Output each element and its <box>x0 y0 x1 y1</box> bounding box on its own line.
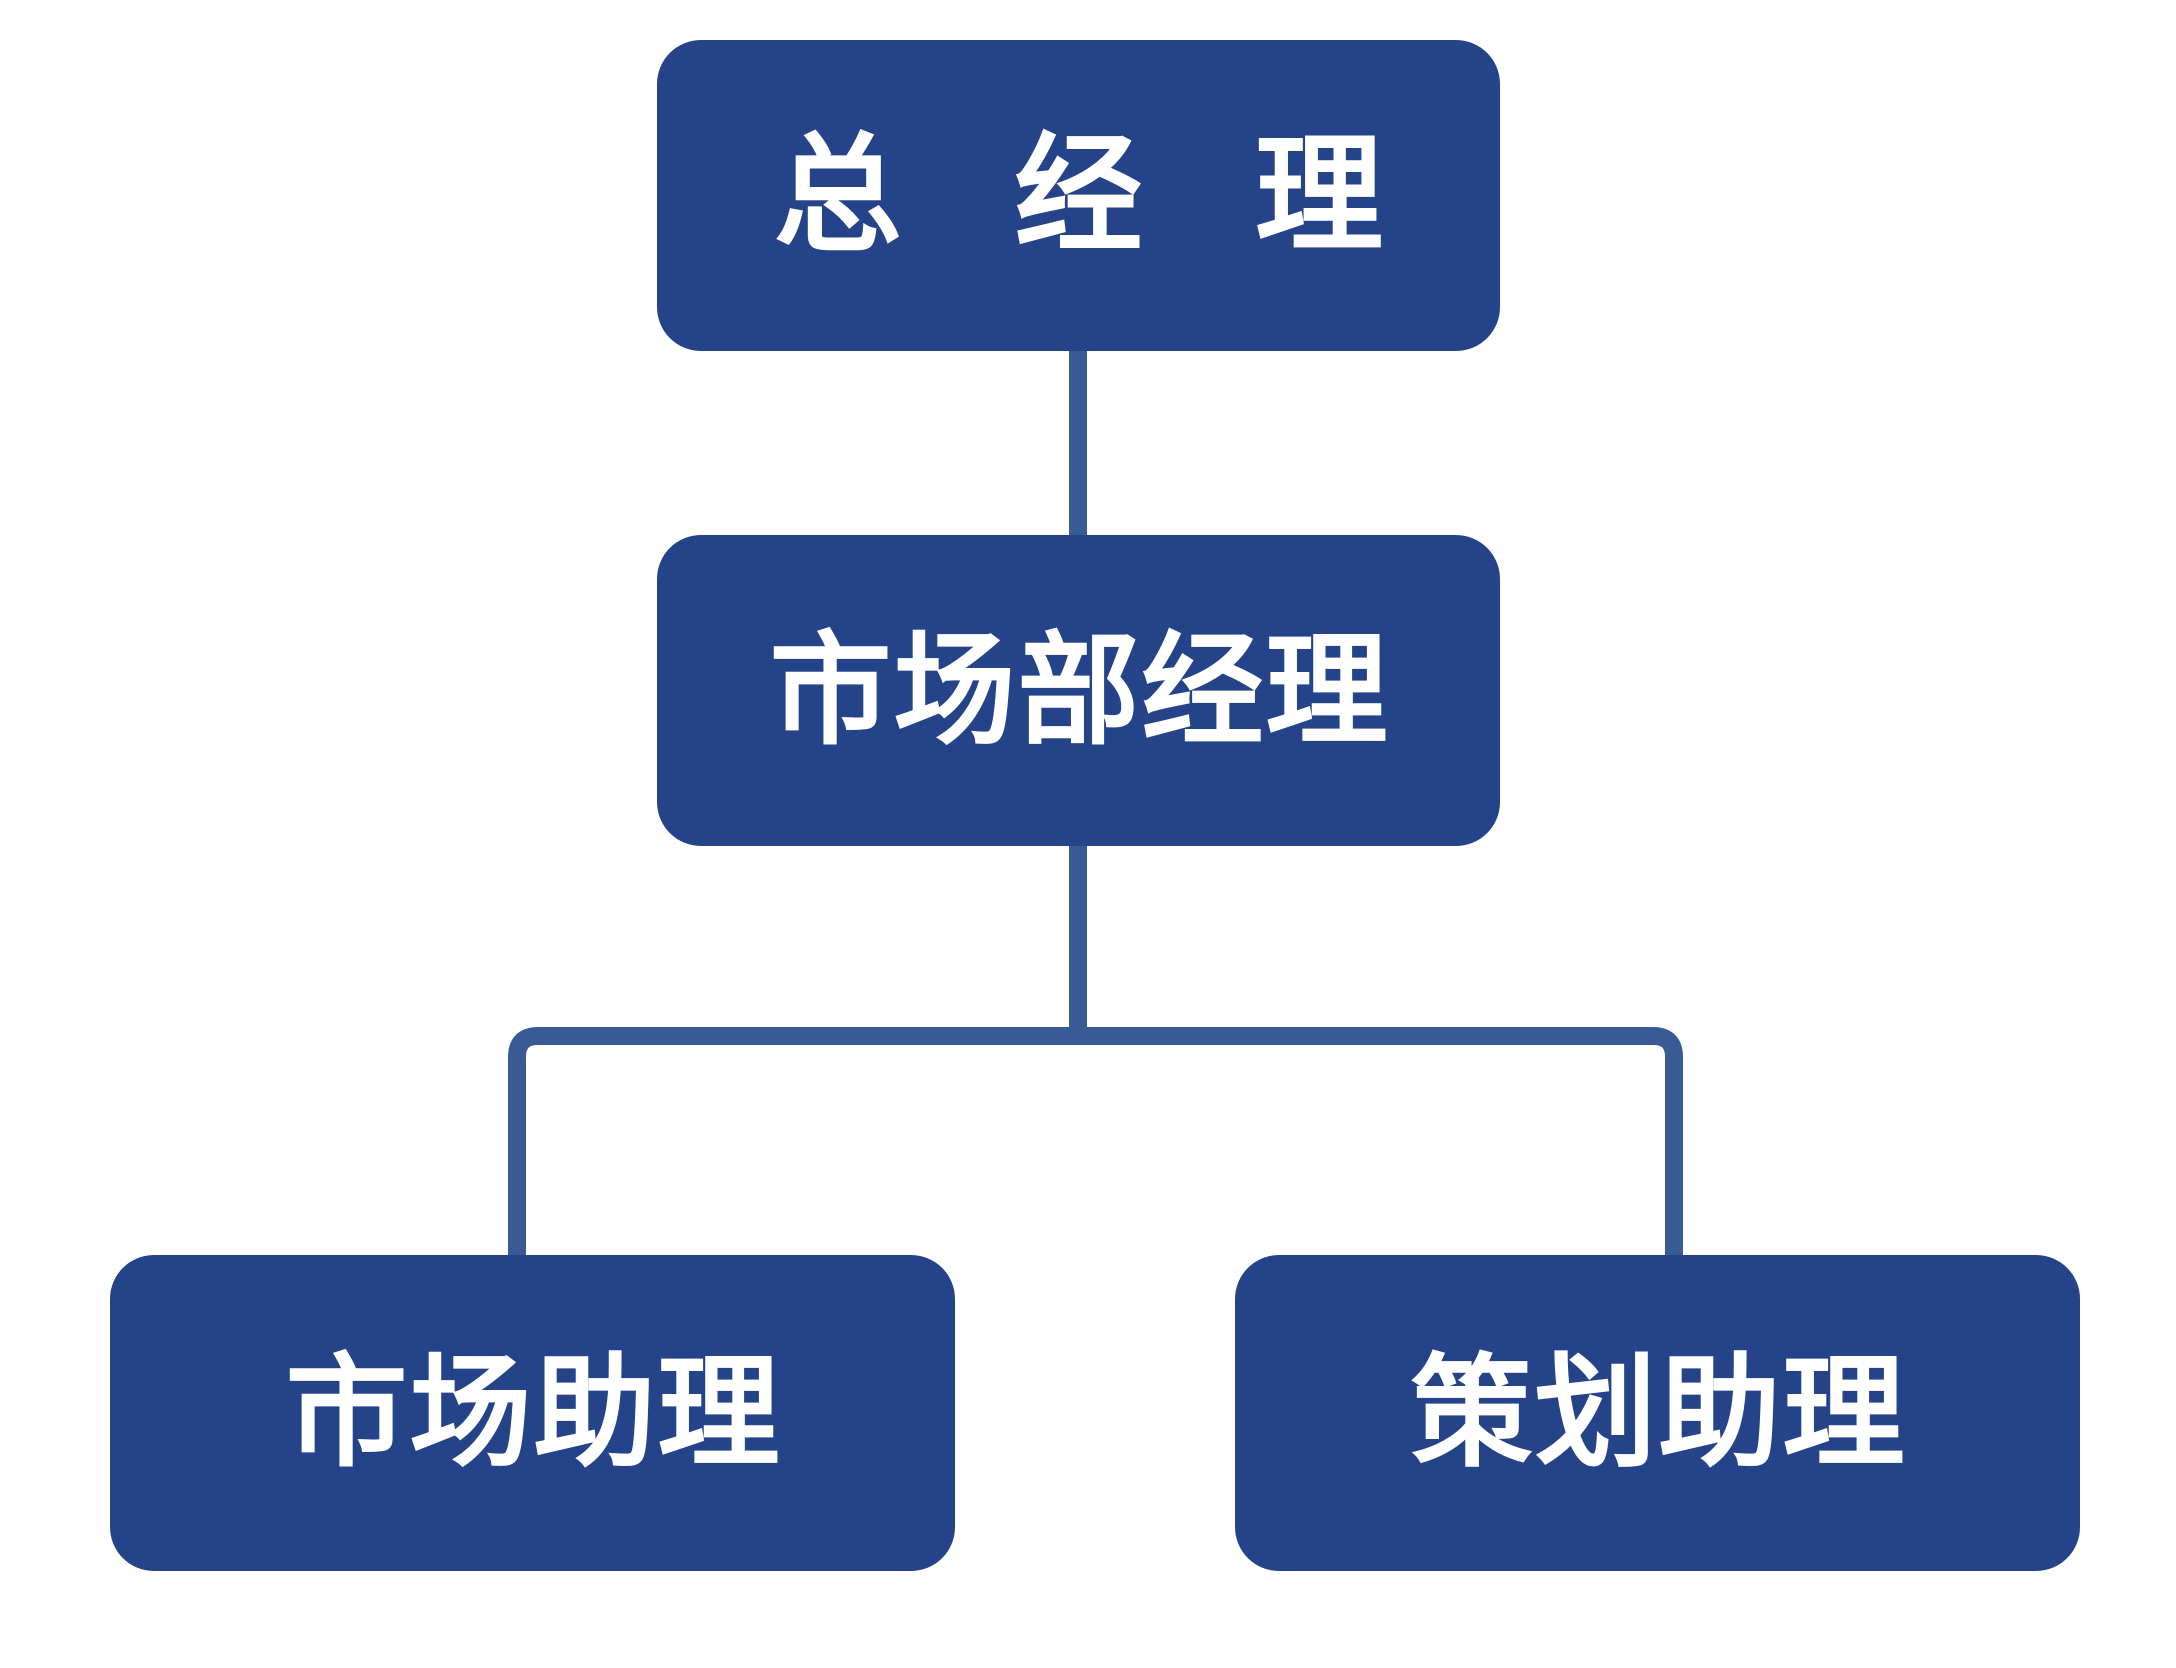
org-node-marketing-assistant-label: 市场助理 <box>285 1342 782 1484</box>
org-node-ceo[interactable]: 总 经 理 <box>657 40 1500 351</box>
connector-bus-to-planning-assistant <box>1078 1027 1683 1262</box>
org-node-marketing-manager-label: 市场部经理 <box>769 619 1390 762</box>
org-node-planning-assistant[interactable]: 策划助理 <box>1235 1255 2080 1571</box>
org-node-planning-assistant-label: 策划助理 <box>1410 1342 1907 1484</box>
org-node-marketing-assistant[interactable]: 市场助理 <box>110 1255 955 1571</box>
connector-bus-to-marketing-assistant <box>508 1027 1078 1262</box>
org-node-ceo-label: 总 经 理 <box>773 120 1418 270</box>
org-node-marketing-manager[interactable]: 市场部经理 <box>657 535 1500 846</box>
